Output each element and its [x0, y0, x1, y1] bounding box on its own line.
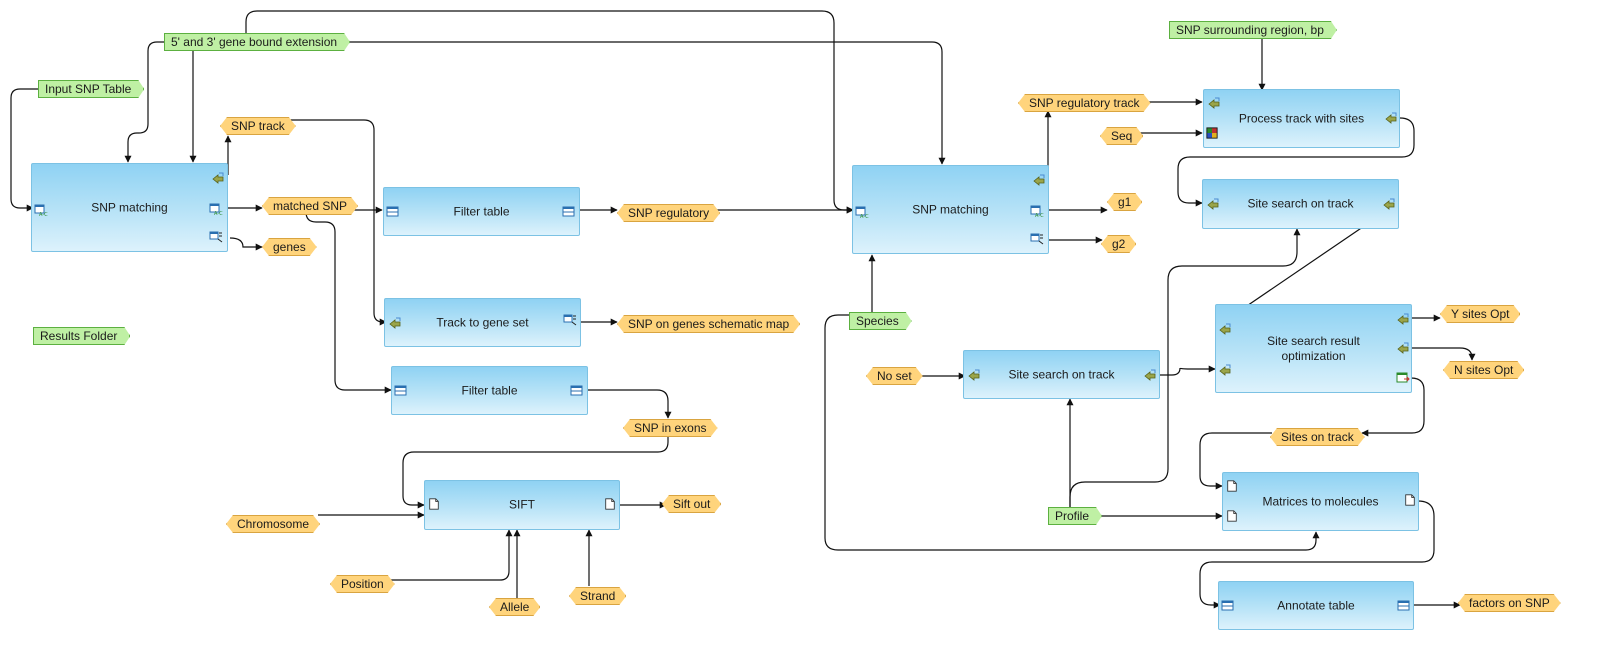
track-input-icon: [1219, 364, 1231, 376]
gene-set-output-icon: [563, 314, 577, 326]
svg-text:A-C: A-C: [1035, 213, 1044, 217]
node-title: Matrices to molecules: [1262, 494, 1379, 508]
track-output-icon: [1385, 112, 1397, 124]
site-search-optimization-node[interactable]: Site search result optimization: [1215, 304, 1412, 393]
track-input-icon: [1219, 323, 1231, 335]
gene-set-output-icon: [1030, 233, 1044, 245]
chromosome-data[interactable]: Chromosome: [226, 515, 320, 533]
table-input-icon: [394, 385, 407, 396]
node-title: Filter table: [453, 204, 510, 218]
svg-text:A-C: A-C: [39, 212, 48, 216]
sift-node[interactable]: SIFT: [424, 480, 620, 530]
track-input-icon: [1033, 174, 1045, 186]
input-snp-table-param[interactable]: Input SNP Table: [38, 80, 144, 98]
node-title: Site search on track: [1008, 367, 1115, 381]
wire: [1411, 347, 1476, 361]
gene-bound-extension-param[interactable]: 5' and 3' gene bound extension: [164, 33, 350, 51]
site-search-node[interactable]: Site search on track: [963, 350, 1160, 399]
strand-data[interactable]: Strand: [569, 587, 626, 605]
wire: [389, 529, 513, 581]
seq-data[interactable]: Seq: [1100, 127, 1143, 145]
wire: [588, 389, 672, 419]
matrices-to-molecules-node[interactable]: Matrices to molecules: [1222, 472, 1419, 531]
position-data[interactable]: Position: [330, 575, 395, 593]
file-output-icon: [605, 498, 615, 510]
track-input-icon: [212, 172, 224, 184]
track-input-icon: [1208, 97, 1220, 109]
node-title: SIFT: [509, 497, 535, 512]
snp-regulatory-track-data[interactable]: SNP regulatory track: [1018, 94, 1151, 112]
track-output-icon: [1397, 342, 1409, 354]
y-sites-opt-data[interactable]: Y sites Opt: [1440, 305, 1520, 323]
gene-set-output-icon: [209, 231, 223, 243]
track-input-icon: [968, 369, 980, 381]
table-input-icon: [386, 206, 399, 217]
results-folder-param[interactable]: Results Folder: [33, 327, 130, 345]
profile-param[interactable]: Profile: [1048, 507, 1102, 525]
filter-table-node[interactable]: Filter table: [383, 187, 580, 236]
snp-matching-node[interactable]: SNP matching A-C A-C: [31, 163, 228, 252]
species-param[interactable]: Species: [849, 312, 912, 330]
table-input-icon: A-C: [855, 206, 869, 218]
allele-data[interactable]: Allele: [489, 598, 540, 616]
sites-on-track-data[interactable]: Sites on track: [1270, 428, 1365, 446]
file-input-icon: [1227, 510, 1237, 522]
wire: [305, 211, 392, 394]
process-track-node[interactable]: Process track with sites: [1203, 89, 1400, 148]
snp-on-genes-map-data[interactable]: SNP on genes schematic map: [617, 315, 800, 333]
g2-data[interactable]: g2: [1101, 235, 1136, 253]
node-title: Filter table: [461, 383, 518, 397]
node-title: SNP matching: [912, 202, 989, 216]
node-title: Process track with sites: [1238, 111, 1365, 125]
snp-track-data[interactable]: SNP track: [220, 117, 296, 135]
track-input-icon: [1207, 198, 1219, 210]
site-search-node[interactable]: Site search on track: [1202, 179, 1399, 229]
node-title: SNP matching: [91, 200, 168, 214]
sift-out-data[interactable]: Sift out: [662, 495, 721, 513]
track-output-icon: [1144, 369, 1156, 381]
svg-text:A-C: A-C: [860, 214, 869, 218]
table-output-icon: [1397, 600, 1410, 611]
table-output-icon: A-C: [209, 203, 223, 215]
node-title: Track to gene set: [436, 315, 529, 329]
file-input-icon: [429, 498, 439, 510]
svg-text:A-C: A-C: [214, 211, 223, 215]
annotate-table-node[interactable]: Annotate table: [1218, 581, 1414, 630]
snp-matching-node[interactable]: SNP matching A-C A-C: [852, 165, 1049, 254]
file-output-icon: [1405, 494, 1415, 506]
snp-regulatory-data[interactable]: SNP regulatory: [617, 204, 720, 222]
no-set-data[interactable]: No set: [866, 367, 923, 385]
snp-surrounding-region-param[interactable]: SNP surrounding region, bp: [1169, 21, 1337, 39]
wire: [290, 119, 387, 326]
table-input-icon: A-C: [34, 204, 48, 216]
node-title: Annotate table: [1277, 598, 1355, 612]
snp-in-exons-data[interactable]: SNP in exons: [623, 419, 718, 437]
track-output-icon: [1397, 313, 1409, 325]
wire: [1160, 365, 1216, 376]
track-input-icon: [389, 317, 401, 329]
track-output-icon: [1383, 198, 1395, 210]
matched-snp-data[interactable]: matched SNP: [262, 197, 358, 215]
table-output-icon: A-C: [1030, 205, 1044, 217]
sequence-input-icon: [1206, 127, 1218, 139]
node-title: Site search on track: [1247, 196, 1354, 211]
track-to-gene-set-node[interactable]: Track to gene set: [384, 298, 581, 347]
sites-output-icon: [1396, 372, 1410, 383]
table-input-icon: [1221, 600, 1234, 611]
g1-data[interactable]: g1: [1107, 193, 1142, 211]
n-sites-opt-data[interactable]: N sites Opt: [1443, 361, 1524, 379]
table-output-icon: [570, 385, 583, 396]
wire: [340, 41, 946, 165]
node-title: Site search result optimization: [1267, 333, 1360, 363]
file-input-icon: [1227, 480, 1237, 492]
wire: [124, 41, 165, 163]
genes-data[interactable]: genes: [262, 238, 317, 256]
factors-on-snp-data[interactable]: factors on SNP: [1458, 594, 1561, 612]
wire: [229, 237, 263, 251]
table-output-icon: [562, 206, 575, 217]
filter-table-node[interactable]: Filter table: [391, 366, 588, 415]
